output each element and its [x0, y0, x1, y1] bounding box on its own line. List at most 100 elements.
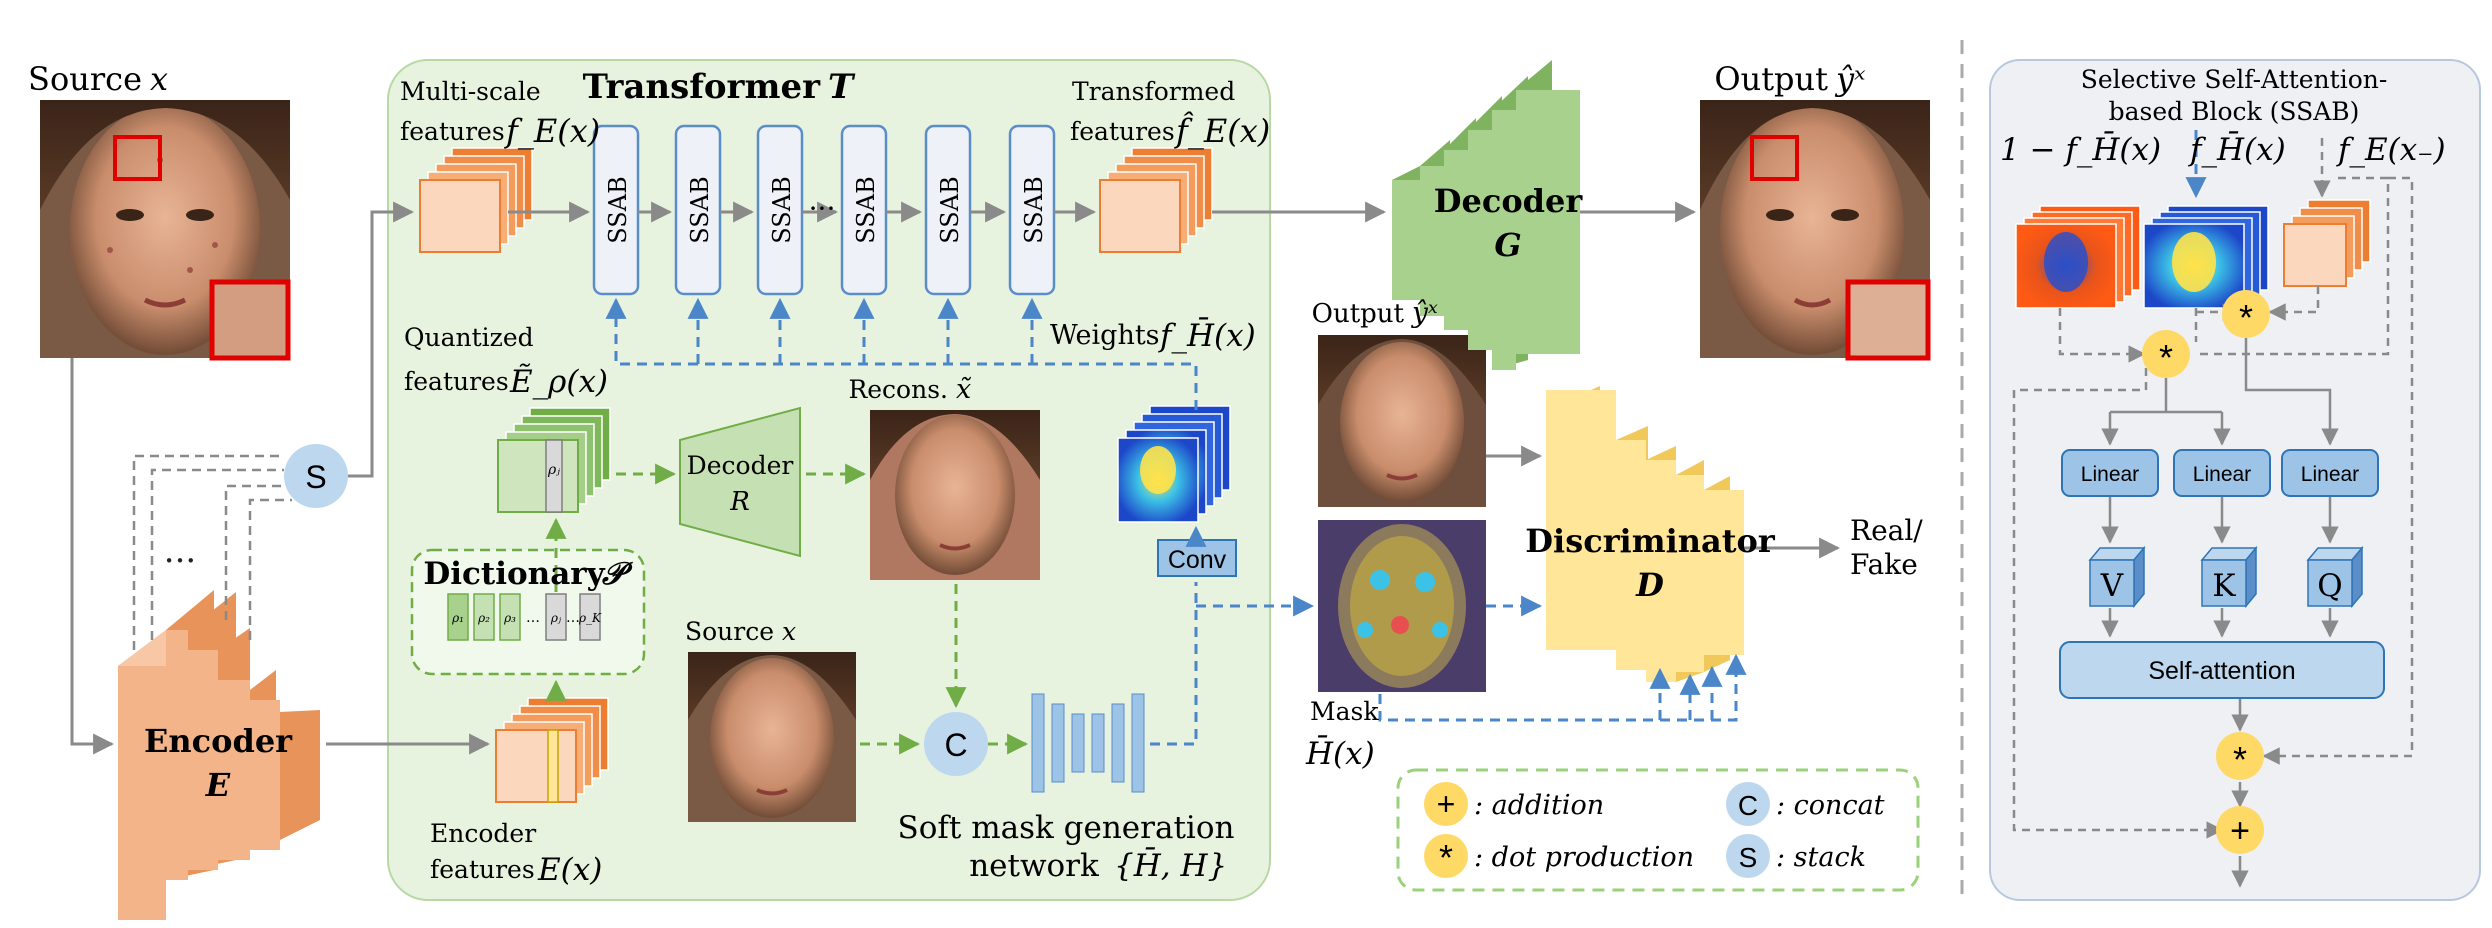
legend-addition-circle: [1424, 782, 1468, 826]
transformer-var: T: [828, 67, 856, 107]
encoder-feat-line1: Encoder: [430, 819, 536, 848]
ssab-title-line2: based Block (SSAB): [2109, 97, 2360, 126]
real-fake-line1: Real/: [1850, 514, 1923, 547]
source-face-image: [40, 100, 291, 361]
dictionary-box: [410, 548, 646, 676]
v-label: V: [2100, 568, 2124, 604]
linear-box-q: [2281, 449, 2379, 497]
multiscale-line1: Multi-scale: [400, 77, 541, 106]
multiscale-feature-stack: [419, 147, 533, 253]
ssab-input-heatmap-2: [2143, 205, 2269, 309]
vkq-cubes: [2088, 545, 2364, 609]
weights-math: f_H̄(x): [1158, 316, 1256, 354]
dict-item-1: ρ₁: [451, 611, 464, 625]
ssab-box-3: [756, 124, 804, 296]
recons-math: x̃: [956, 374, 972, 405]
recons-label: Recons.: [848, 375, 948, 404]
ssab-dot-symbol-2: *: [2159, 337, 2173, 378]
source-title: Source: [28, 60, 142, 98]
mask-face-image: [1318, 520, 1486, 692]
stack-circle: [284, 444, 348, 508]
linear-label-1: Linear: [2081, 463, 2139, 486]
legend-dot-label: : dot production: [1474, 842, 1694, 873]
ssab-input-heatmap-1: [2015, 205, 2141, 309]
mask-math: H̄(x): [1305, 734, 1375, 772]
output2-math: ŷˣ: [1410, 296, 1438, 329]
q-label: Q: [2317, 568, 2342, 604]
ssab-solid-lines: [2101, 336, 2339, 888]
mask-label: Mask: [1310, 697, 1379, 726]
weights-heatmap-stack: [1117, 405, 1231, 523]
ssab-dot-circle-1: [2222, 290, 2270, 338]
legend-stack-label: : stack: [1776, 842, 1866, 873]
output-math: ŷˣ: [1834, 60, 1866, 98]
disc-var: D: [1635, 566, 1664, 604]
linear-box-k: [2173, 449, 2271, 497]
encoder-stack-lines: [132, 454, 292, 650]
quant-item-label: ρⱼ: [547, 462, 560, 478]
legend-stack-symbol: S: [1739, 842, 1758, 873]
weights-label: Weights: [1050, 320, 1160, 351]
dict-item-7: ρ_K: [578, 611, 602, 625]
ssab-title-line1: Selective Self-Attention-: [2081, 65, 2388, 94]
recons-face-image: [870, 410, 1040, 580]
decoder-g-var: G: [1494, 226, 1521, 264]
ssab-dot-symbol-3: *: [2233, 739, 2247, 780]
softmask-line1: Soft mask generation: [898, 810, 1235, 846]
ssab-box-5: [924, 124, 972, 296]
k-label: K: [2212, 568, 2236, 604]
disc-name: Discriminator: [1525, 522, 1776, 560]
legend-concat-symbol: C: [1738, 790, 1758, 821]
ssab-label-2: SSAB: [686, 176, 714, 243]
source-var: x: [150, 60, 168, 98]
transformed-feature-stack: [1099, 147, 1213, 253]
ssab-input1-label: 1 − f_H̄(x): [2000, 130, 2161, 168]
discriminator-block: [1546, 386, 1744, 682]
quantized-feature-stack: [497, 407, 611, 513]
decoder-r-block: [679, 406, 801, 558]
ssab-add-circle: [2216, 806, 2264, 854]
transformer-title: Transformer: [583, 67, 821, 107]
quantized-line2: features: [404, 367, 509, 396]
self-attention-label: Self-attention: [2148, 657, 2295, 685]
dictionary-title: Dictionary: [423, 556, 605, 592]
stack-symbol: S: [305, 459, 326, 495]
blue-dashed-connections: [605, 130, 2207, 746]
decoder-g-block: [1392, 60, 1580, 370]
self-attention-box: [2059, 641, 2385, 699]
encoder-var: E: [205, 766, 231, 804]
ssab-box-1: [592, 124, 640, 296]
output-title: Output: [1714, 60, 1828, 98]
encoder-feat-math: E(x): [537, 852, 602, 888]
ssab-ellipsis: ···: [809, 192, 836, 225]
transformed-line2: features: [1070, 117, 1175, 146]
transformed-math: f̂_E(x): [1174, 111, 1270, 150]
ssab-row: [592, 124, 1056, 296]
legend-concat-label: : concat: [1776, 790, 1885, 821]
legend-concat-circle: [1726, 782, 1770, 826]
ssab-dot-symbol-1: *: [2239, 297, 2253, 338]
green-dashed-connections: [545, 463, 1029, 755]
encoder-feature-stack: [495, 697, 609, 803]
ssab-box-2: [674, 124, 722, 296]
legend-stack-circle: [1726, 834, 1770, 878]
gray-connections: [70, 201, 1841, 755]
encoder-feat-line2: features: [430, 855, 535, 884]
real-fake-line2: Fake: [1850, 548, 1918, 581]
softmask-line2: network: [969, 848, 1099, 884]
source2-label: Source: [685, 617, 774, 646]
quantized-math: Ẽ_ρ(x): [509, 363, 608, 400]
softmask-math: {H̄, H}: [1114, 846, 1227, 884]
source2-face-image: [688, 652, 856, 822]
encoder-name: Encoder: [144, 722, 293, 760]
decoder-g-name: Decoder: [1434, 182, 1584, 220]
dict-item-4: …: [526, 610, 540, 626]
softmask-network-bars: [1031, 693, 1145, 793]
legend-addition-label: : addition: [1474, 790, 1604, 821]
quantized-line1: Quantized: [404, 323, 534, 352]
output-face-image: [1700, 100, 1931, 361]
decoder-r-var: R: [729, 487, 750, 517]
ssab-label-4: SSAB: [852, 176, 880, 243]
source2-var: x: [782, 617, 796, 646]
